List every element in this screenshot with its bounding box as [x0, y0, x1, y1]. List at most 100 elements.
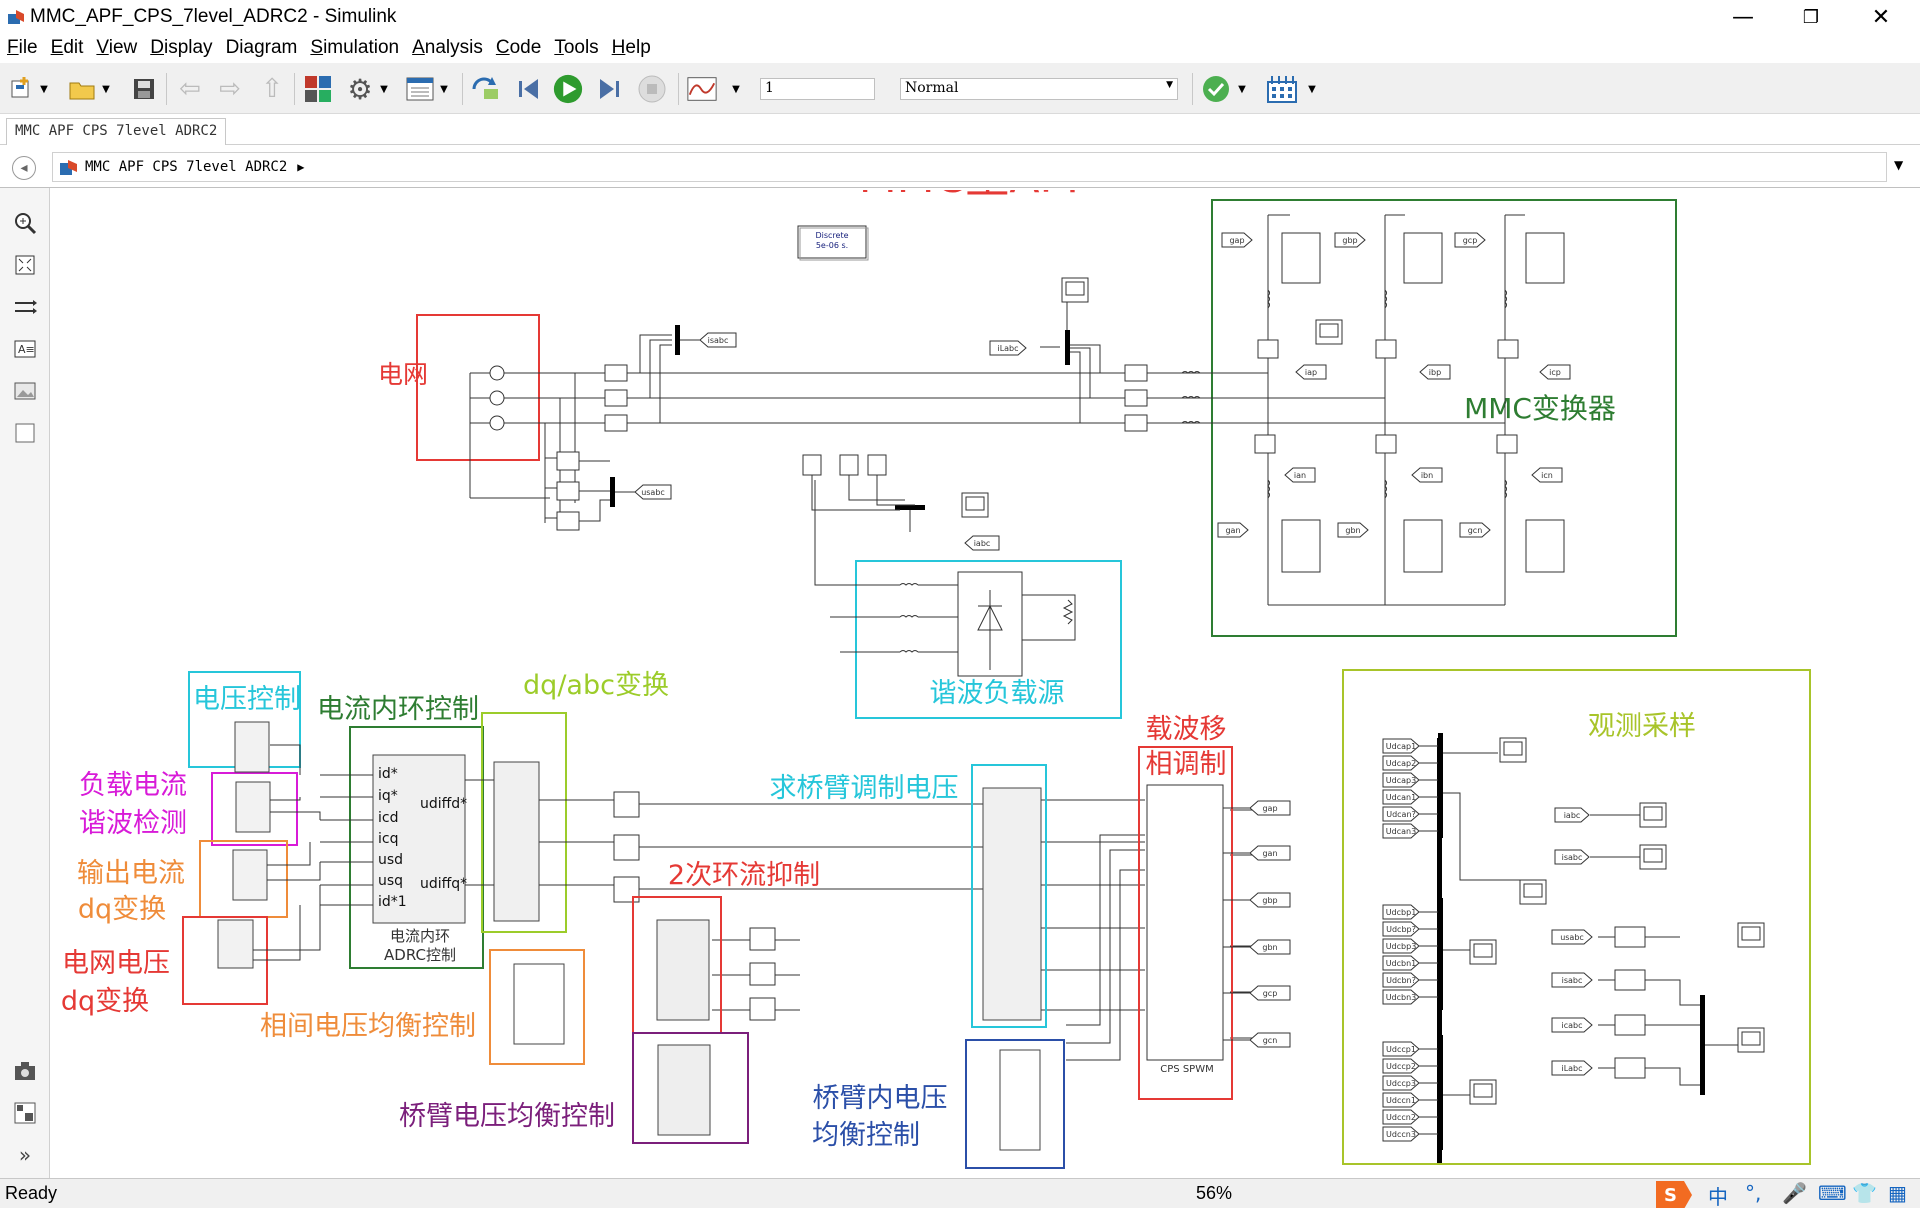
image-icon[interactable]	[12, 378, 38, 404]
sogou-ime-icon[interactable]: S	[1650, 1179, 1700, 1208]
phase-bal-block[interactable]	[513, 963, 565, 1045]
from-obs_tags_2-3[interactable]: Udcbn1	[1382, 955, 1420, 971]
forward-icon[interactable]: ⇨	[219, 74, 241, 104]
goto-cps-gbp[interactable]: gbp	[1249, 892, 1291, 908]
scope-iabc[interactable]	[961, 492, 989, 518]
rectifier-load[interactable]	[816, 571, 1076, 677]
from-obs_tags_3-1[interactable]: Udccp2	[1382, 1058, 1420, 1074]
mmc-arm-blocks[interactable]	[1254, 232, 1565, 573]
update-diagram-icon[interactable]	[470, 73, 502, 105]
config-dropdown-icon[interactable]: ▼	[380, 83, 388, 95]
from-obs-right-0[interactable]: usabc	[1551, 929, 1593, 945]
snapshot-camera-icon[interactable]	[12, 1058, 38, 1084]
from-gbp[interactable]: gbp	[1334, 232, 1366, 248]
from-obs_tags_1-3[interactable]: Udcan1	[1382, 789, 1420, 805]
from-obs_tags_3-0[interactable]: Udccp1	[1382, 1041, 1420, 1057]
close-button[interactable]: ✕	[1871, 4, 1891, 30]
menu-simulation[interactable]: Simulation	[310, 37, 400, 58]
model-canvas[interactable]: MMC型APF Discrete 5e-06 s. 电网	[52, 190, 1920, 1174]
new-dropdown-icon[interactable]: ▼	[40, 83, 48, 95]
scope-obs-c[interactable]	[1469, 1079, 1497, 1105]
sum-blocks[interactable]	[613, 791, 776, 1021]
menu-tools[interactable]: Tools	[554, 37, 599, 58]
from-gcn[interactable]: gcn	[1459, 522, 1491, 538]
from-obs_tags_1-0[interactable]: Udcap1	[1382, 738, 1420, 754]
expand-palette-icon[interactable]: »	[18, 1143, 32, 1167]
goto-cps-gap[interactable]: gap	[1249, 800, 1291, 816]
open-dropdown-icon[interactable]: ▼	[102, 83, 110, 95]
from-obs_tags_3-4[interactable]: Udccn2	[1382, 1109, 1420, 1125]
microphone-icon[interactable]: 🎤	[1782, 1181, 1807, 1205]
scope-iLabc[interactable]	[1061, 277, 1089, 303]
stop-icon[interactable]	[636, 73, 668, 105]
from-obs-isabc[interactable]: isabc	[1554, 849, 1590, 865]
from-obs_tags_1-4[interactable]: Udcan?	[1382, 806, 1420, 822]
menu-analysis[interactable]: Analysis	[412, 37, 483, 58]
scope-obs-b[interactable]	[1469, 939, 1497, 965]
circ-block[interactable]	[656, 919, 710, 1021]
goto-ian[interactable]: ian	[1284, 467, 1316, 483]
menu-code[interactable]: Code	[495, 37, 542, 58]
library-browser-icon[interactable]	[302, 73, 334, 105]
goto-isabc[interactable]: isabc	[699, 332, 737, 348]
new-model-icon[interactable]	[6, 73, 38, 105]
scope-obs-r2[interactable]	[1737, 1027, 1765, 1053]
demux-block[interactable]	[1614, 926, 1646, 948]
scope-obs-r1[interactable]	[1737, 922, 1765, 948]
from-obs_tags_1-2[interactable]: Udcap3	[1382, 772, 1420, 788]
mux-blocks[interactable]	[610, 325, 1442, 1163]
scope-obs-a[interactable]	[1499, 737, 1527, 763]
from-obs-iabc[interactable]: iabc	[1554, 807, 1590, 823]
goto-iap[interactable]: iap	[1295, 364, 1327, 380]
from-obs_tags_3-5[interactable]: Udccn3	[1382, 1126, 1420, 1142]
goto-cps-gcn[interactable]: gcn	[1249, 1032, 1291, 1048]
ime-punct-icon[interactable]: °,	[1745, 1181, 1762, 1205]
goto-icn[interactable]: icn	[1531, 467, 1563, 483]
inner-bal-block[interactable]	[999, 1049, 1041, 1151]
menu-display[interactable]: Display	[150, 37, 213, 58]
from-obs_tags_2-2[interactable]: Udcbp3	[1382, 938, 1420, 954]
cps-spwm-block[interactable]: CPS SPWM	[1146, 784, 1224, 1075]
run-icon[interactable]	[552, 73, 584, 105]
goto-cps-gbn[interactable]: gbn	[1249, 939, 1291, 955]
simulation-data-inspector-icon[interactable]	[686, 73, 718, 105]
toolbox-icon[interactable]: ▦	[1888, 1181, 1907, 1205]
obs-muxes[interactable]	[1438, 733, 1705, 1150]
stop-time-input[interactable]: 1	[760, 78, 875, 100]
goto-cps-gcp[interactable]: gcp	[1249, 985, 1291, 1001]
minimize-button[interactable]: —	[1732, 4, 1754, 30]
from-gan[interactable]: gan	[1217, 522, 1249, 538]
model-explorer-icon[interactable]	[404, 73, 436, 105]
breadcrumb[interactable]: MMC APF CPS 7level ADRC2 ▶	[52, 152, 1887, 182]
from-gap[interactable]: gap	[1221, 232, 1253, 248]
arrows-icon[interactable]	[12, 294, 38, 320]
demux-block[interactable]	[1614, 1014, 1646, 1036]
restore-button[interactable]: ❐	[1802, 6, 1820, 28]
fit-to-view-icon[interactable]	[12, 252, 38, 278]
up-icon[interactable]: ⇧	[261, 74, 283, 104]
scope-obs-iabc[interactable]	[1639, 802, 1667, 828]
menu-help[interactable]: Help	[611, 37, 651, 58]
scope-obs-isabc[interactable]	[1639, 844, 1667, 870]
demux-block[interactable]	[1614, 1057, 1646, 1079]
goto-cps-gan[interactable]: gan	[1249, 845, 1291, 861]
goto-ibn[interactable]: ibn	[1411, 467, 1443, 483]
from-obs_tags_1-1[interactable]: Udcap2	[1382, 755, 1420, 771]
save-icon[interactable]	[128, 73, 160, 105]
check-dropdown-icon[interactable]: ▼	[1238, 83, 1246, 95]
from-obs_tags_3-3[interactable]: Udccn1	[1382, 1092, 1420, 1108]
scope-obs-mid[interactable]	[1519, 879, 1547, 905]
from-obs_tags_3-2[interactable]: Udccp3	[1382, 1075, 1420, 1091]
arm-bal-block[interactable]	[657, 1044, 711, 1136]
open-folder-icon[interactable]	[66, 73, 98, 105]
dqabc-block[interactable]	[493, 761, 540, 922]
breadcrumb-model[interactable]: MMC APF CPS 7level ADRC2	[85, 159, 288, 175]
area-icon[interactable]	[12, 420, 38, 446]
menu-diagram[interactable]: Diagram	[225, 37, 298, 58]
explorer-dropdown-icon[interactable]: ▼	[440, 83, 448, 95]
grid-sources[interactable]	[469, 365, 550, 499]
zoom-icon[interactable]	[12, 210, 38, 236]
goto-iabc[interactable]: iabc	[964, 535, 1000, 551]
scope-arm-currents[interactable]	[1315, 319, 1343, 345]
